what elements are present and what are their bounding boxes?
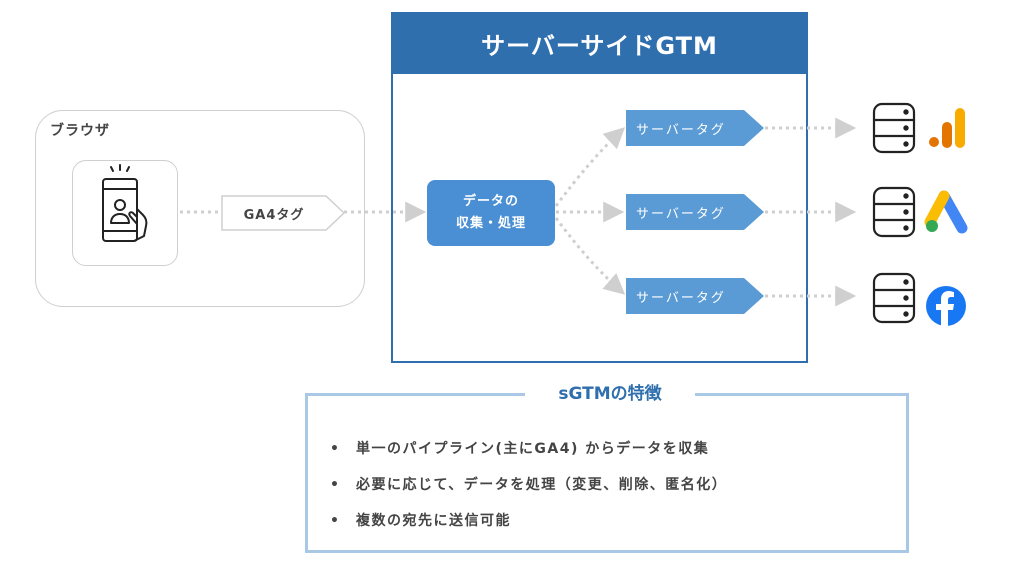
- feature-item-3: • 複数の宛先に送信可能: [330, 510, 511, 530]
- google-analytics-icon: [929, 108, 965, 148]
- feature-text: 必要に応じて、データを処理（変更、削除、匿名化）: [356, 477, 728, 493]
- server-tag-shape-2: [626, 194, 764, 230]
- destinations: [872, 102, 968, 326]
- feature-item-1: • 単一のパイプライン(主にGA4) からデータを収集: [330, 438, 709, 458]
- server-tag-label-3: サーバータグ: [636, 290, 726, 306]
- database-icon: [872, 186, 916, 238]
- server-tag-label-1: サーバータグ: [636, 122, 726, 138]
- smartphone-user-icon: [102, 164, 148, 242]
- connector-collect-to-tag1: [554, 127, 626, 207]
- ga4-tag-label: GA4タグ: [243, 207, 305, 223]
- device-card: [72, 160, 178, 266]
- features-title: sGTMの特徴: [525, 381, 695, 407]
- feature-text: 単一のパイプライン(主にGA4) からデータを収集: [356, 441, 710, 457]
- database-icon: [872, 272, 916, 324]
- data-collection-processing-box: データの 収集・処理: [427, 180, 555, 246]
- server-tag-shape-3: [626, 278, 764, 314]
- bullet: •: [330, 477, 341, 493]
- server-tag-shape-1: [626, 110, 764, 146]
- google-ads-icon: [924, 190, 968, 234]
- database-icon: [872, 102, 916, 154]
- bullet: •: [330, 513, 341, 529]
- ga4-tag-shape: [221, 195, 346, 231]
- facebook-icon: [926, 286, 966, 326]
- server-side-gtm-title: サーバーサイドGTM: [391, 12, 808, 74]
- server-tag-label-2: サーバータグ: [636, 206, 726, 222]
- bullet: •: [330, 441, 341, 457]
- connector-collect-to-tag3: [554, 217, 626, 295]
- collect-label-line2: 収集・処理: [455, 216, 526, 231]
- collect-label-line1: データの: [462, 194, 519, 209]
- browser-label: ブラウザ: [50, 123, 110, 139]
- feature-item-2: • 必要に応じて、データを処理（変更、削除、匿名化）: [330, 474, 727, 494]
- feature-text: 複数の宛先に送信可能: [356, 513, 511, 529]
- features-panel: [305, 393, 909, 553]
